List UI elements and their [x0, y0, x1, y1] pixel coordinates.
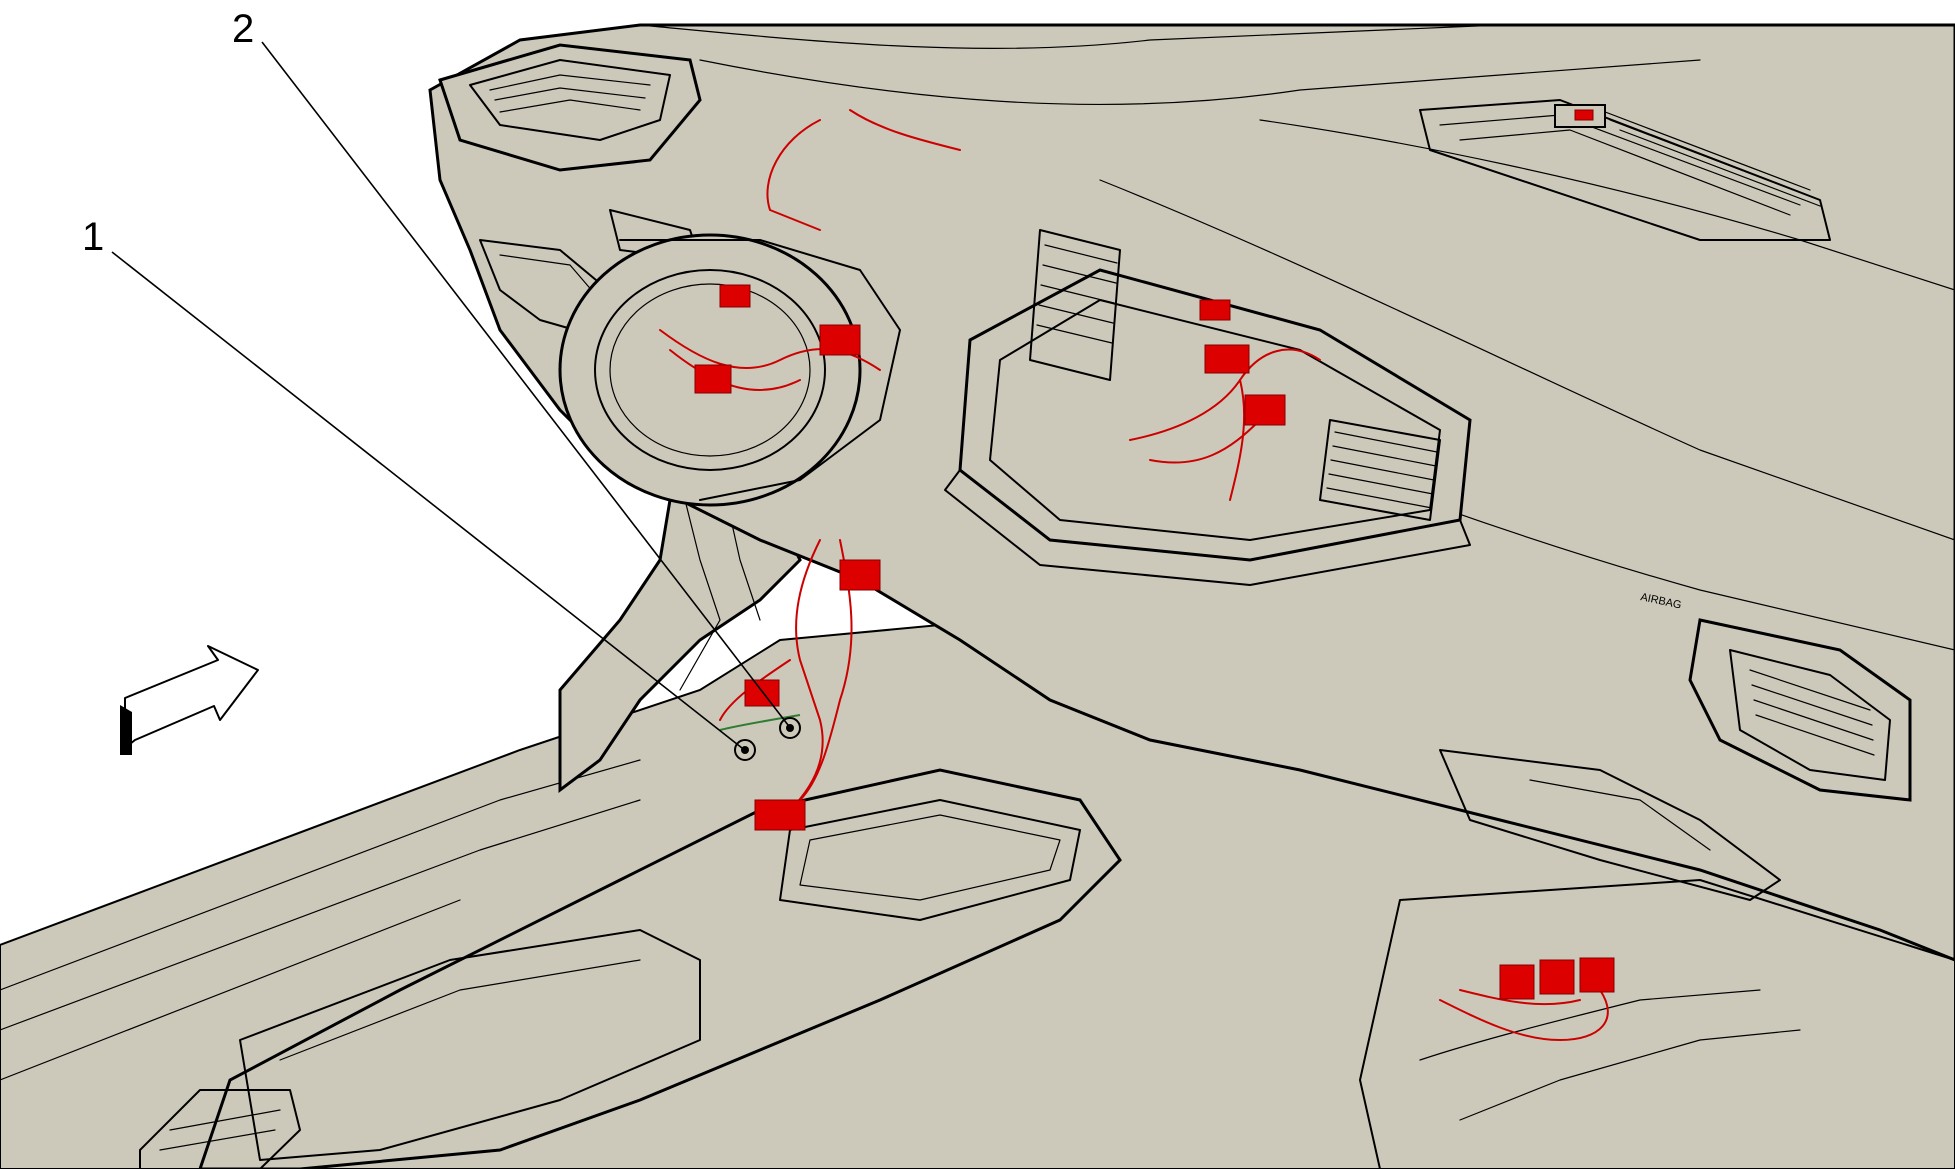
callout-2-leader	[261, 41, 789, 726]
callout-2-label: 2	[232, 7, 254, 51]
ground-wire	[719, 714, 801, 731]
column-connector-icon	[719, 284, 751, 308]
floor-harness-connector-1-icon	[1499, 964, 1535, 1000]
floor-connector-icon	[754, 799, 806, 831]
wiring-harness	[659, 109, 1615, 1041]
left-outboard-vent	[438, 43, 702, 172]
center-stack-connector-icon	[1204, 344, 1250, 374]
floor-harness-connector-2-icon	[1539, 959, 1575, 995]
center-console	[139, 768, 1122, 1169]
hvac-connector-icon	[1199, 299, 1231, 321]
steering-connector-icon	[694, 364, 732, 394]
right-outboard-vent	[1688, 618, 1912, 802]
callout-1-leader	[111, 251, 743, 749]
right-underpanel	[1359, 879, 1955, 1169]
kick-panel-connector-icon	[839, 559, 881, 591]
front-direction-arrow-icon	[120, 645, 259, 755]
floor-harness-connector-3-icon	[1579, 957, 1615, 993]
ground-fasteners	[719, 714, 801, 761]
radio-connector-icon	[1244, 394, 1286, 426]
center-stack	[944, 229, 1472, 586]
glove-box	[1439, 749, 1781, 901]
callout-1-label: 1	[82, 215, 104, 259]
callouts: 1 2	[82, 7, 789, 749]
column-module-connector-icon	[819, 324, 861, 356]
pillar-connector-icon	[744, 679, 780, 707]
